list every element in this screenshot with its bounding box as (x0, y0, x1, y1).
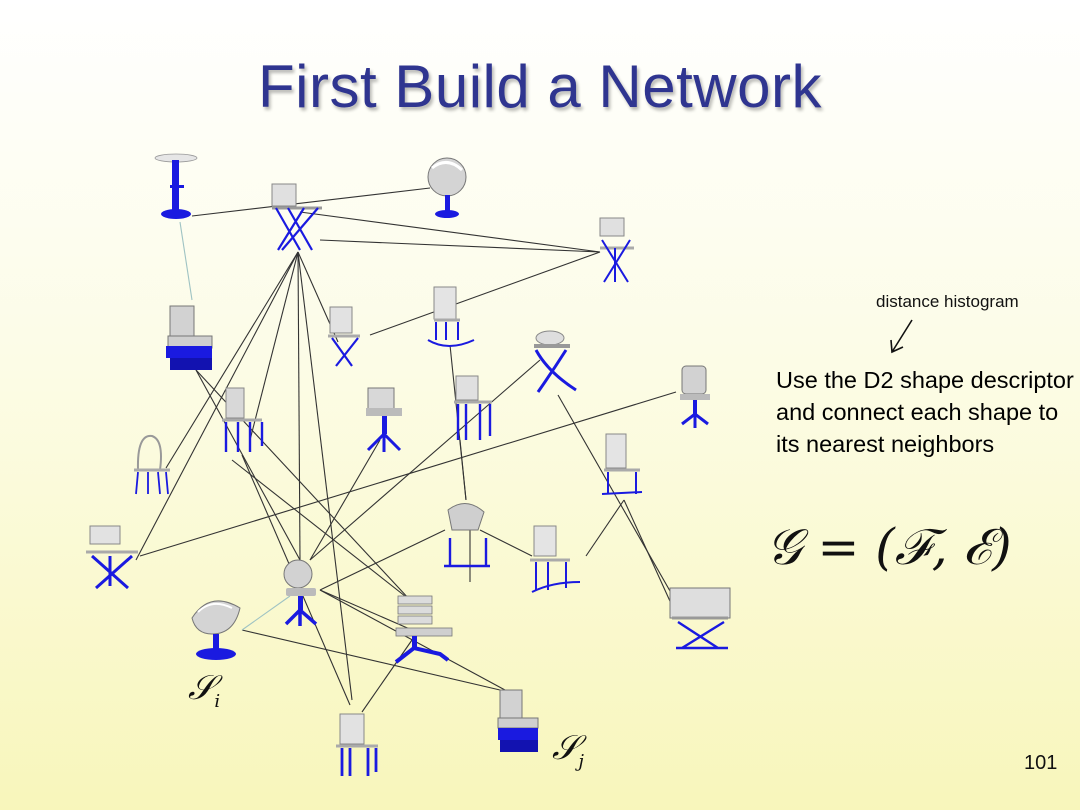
label-sj-subscript: j (578, 750, 584, 772)
shape-director-chair-icon (86, 525, 138, 590)
shape-swivel-armchair-icon (366, 387, 402, 452)
shape-carved-chair-icon (336, 713, 378, 776)
edge (309, 359, 541, 561)
edge (191, 187, 431, 217)
edge (165, 251, 299, 469)
label-si: 𝒮i (188, 668, 220, 712)
shape-recliner-icon (166, 305, 213, 370)
edge (319, 529, 446, 591)
graph-edges (135, 187, 683, 713)
graph-formula: 𝒢 = (ℱ, ℰ) (766, 518, 1012, 576)
edge (195, 369, 301, 561)
shape-bentwood-chair-icon (134, 434, 170, 495)
shape-folding-chair-icon (271, 183, 322, 251)
shape-office-chair-icon (680, 365, 710, 428)
label-si-subscript: i (214, 690, 221, 712)
shape-egg-chair-icon (191, 600, 241, 660)
edge (297, 251, 353, 701)
edge (179, 221, 193, 301)
edge (299, 211, 601, 253)
edge (231, 459, 411, 601)
shape-rocking-chair-icon (427, 286, 475, 347)
shape-globe-chair-icon (427, 157, 467, 218)
slide-title: First Build a Network (258, 53, 822, 120)
shape-office-chair-icon (283, 559, 318, 626)
page-number: 101 (1024, 752, 1058, 774)
shape-recliner-icon (497, 689, 539, 752)
shape-scroll-chair-icon (534, 330, 577, 393)
edge (319, 589, 413, 631)
edge (361, 639, 413, 713)
shape-folding-chair-icon (599, 217, 634, 283)
shape-bar-stool-icon (154, 153, 198, 219)
shape-windsor-rocker-icon (530, 525, 581, 593)
edge (309, 439, 381, 561)
shapes (86, 153, 731, 776)
label-si-symbol: 𝒮 (188, 668, 215, 708)
shape-spring-chair-icon (444, 503, 490, 568)
edge (585, 499, 625, 557)
edge (319, 239, 601, 253)
edge (241, 595, 291, 631)
edge (369, 251, 601, 336)
edge (479, 529, 533, 557)
shape-dining-chair-icon (454, 375, 492, 440)
shape-plain-chair-icon (222, 387, 264, 452)
shape-rocking-chair-icon (601, 433, 643, 495)
description-text: Use the D2 shape descriptor and connect … (776, 367, 1074, 457)
shape-folding-chair-icon (328, 306, 360, 367)
edge (557, 394, 683, 613)
shape-armchair-icon (669, 587, 731, 650)
shape-slat-chair-icon (394, 595, 453, 664)
label-sj: 𝒮j (552, 728, 584, 772)
label-sj-symbol: 𝒮 (552, 728, 579, 768)
annotation-label: distance histogram (876, 292, 1019, 311)
edge (297, 251, 301, 561)
edge (135, 251, 299, 561)
edge (139, 391, 677, 557)
edge (241, 629, 501, 691)
edge (623, 499, 675, 611)
annotation-arrow-icon (890, 319, 913, 354)
edge (249, 251, 299, 441)
